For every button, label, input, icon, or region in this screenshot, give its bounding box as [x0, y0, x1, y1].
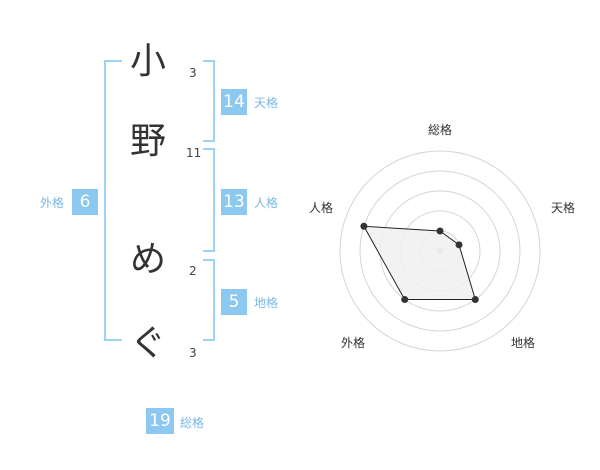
radar-point-4 — [360, 222, 368, 230]
name-char-1: 小 — [129, 41, 166, 82]
radar-point-1 — [455, 241, 463, 249]
radar-point-2 — [471, 296, 479, 304]
name-char-3: め — [129, 239, 166, 280]
jinkaku-label: 人格 — [254, 196, 279, 210]
axis-label-jinkaku: 人格 — [309, 201, 334, 215]
stroke-count-4: 3 — [189, 346, 197, 360]
radar-ring-5 — [339, 150, 541, 352]
soukaku-value: 19 — [146, 408, 174, 434]
soukaku-label: 総格 — [180, 416, 205, 430]
axis-label-soukaku: 総格 — [428, 123, 453, 137]
tenkaku-label: 天格 — [254, 96, 279, 110]
name-char-4: ぐ — [129, 323, 166, 364]
radar-point-0 — [436, 227, 444, 235]
chikaku-bracket — [203, 259, 215, 341]
jinkaku-value: 13 — [221, 189, 247, 215]
axis-label-gaikaku: 外格 — [341, 336, 366, 350]
radar-point-3 — [401, 296, 409, 304]
tenkaku-value: 14 — [221, 89, 247, 115]
stroke-count-2: 11 — [186, 146, 202, 160]
stroke-count-3: 2 — [189, 264, 197, 278]
gaikaku-label: 外格 — [40, 196, 65, 210]
tenkaku-bracket — [203, 60, 215, 142]
chikaku-label: 地格 — [254, 296, 279, 310]
chikaku-value: 5 — [221, 289, 247, 315]
jinkaku-bracket — [203, 148, 215, 252]
axis-label-chikaku: 地格 — [511, 336, 536, 350]
gaikaku-bracket — [104, 60, 122, 341]
axis-label-tenkaku: 天格 — [551, 201, 576, 215]
radar-polygon — [363, 225, 476, 300]
radar-ring-4 — [359, 170, 521, 332]
stroke-count-1: 3 — [189, 66, 197, 80]
gaikaku-value: 6 — [72, 189, 98, 215]
name-char-2: 野 — [129, 121, 166, 162]
